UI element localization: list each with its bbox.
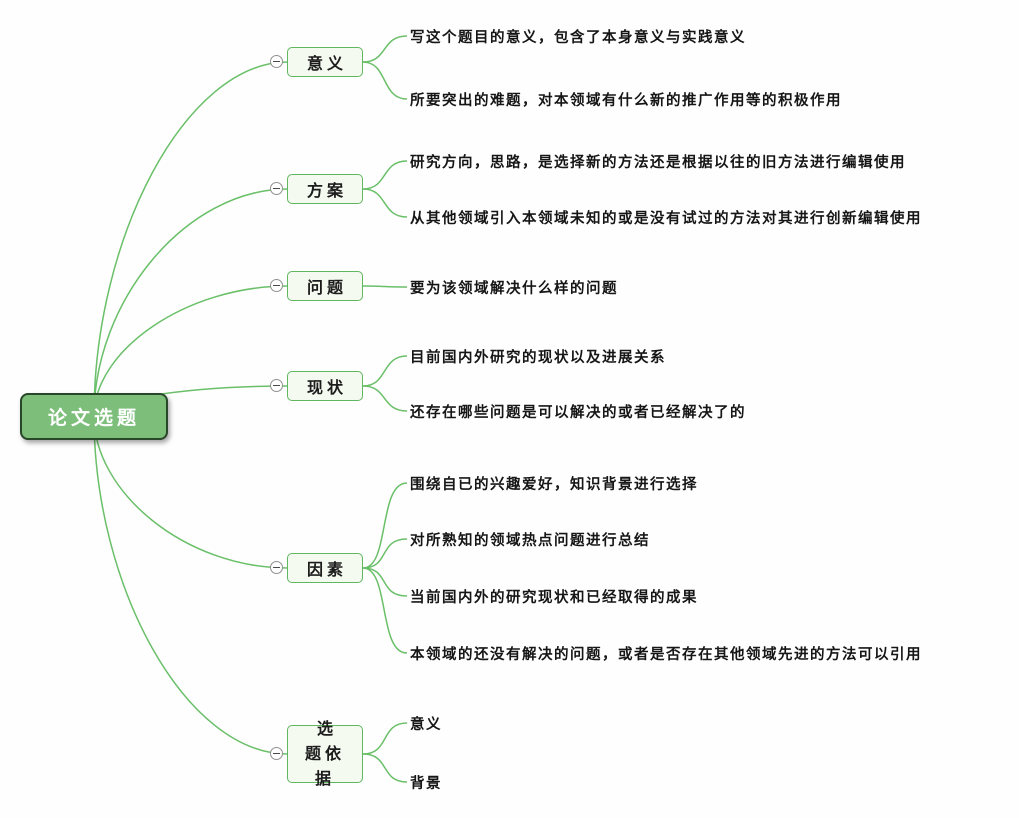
collapse-minus-icon[interactable] (270, 55, 283, 68)
leaf-connector (362, 188, 408, 218)
leaf-connector (362, 285, 408, 288)
leaf-connector (362, 35, 408, 63)
leaf-topic[interactable]: 围绕自已的兴趣爱好，知识背景进行选择 (410, 476, 698, 493)
leaf-connector (362, 753, 408, 783)
minus-glyph (273, 284, 280, 287)
leaf-topic[interactable]: 还存在哪些问题是可以解决的或者已经解决了的 (410, 404, 746, 421)
minus-glyph (273, 187, 280, 190)
branch-label: 因素 (306, 562, 347, 579)
branch-label: 问题 (306, 280, 347, 297)
branch-connector (93, 415, 289, 755)
branch-node-yinsu[interactable]: 因素 (287, 553, 363, 583)
leaf-connector (362, 567, 408, 597)
leaf-topic[interactable]: 当前国内外的研究现状和已经取得的成果 (410, 589, 698, 606)
leaf-topic[interactable]: 要为该领域解决什么样的问题 (410, 280, 618, 297)
leaf-connector (362, 722, 408, 755)
branch-node-wenti[interactable]: 问题 (287, 271, 363, 301)
leaf-connector (362, 61, 408, 100)
leaf-topic[interactable]: 意义 (410, 716, 442, 733)
leaf-topic[interactable]: 本领域的还没有解决的问题，或者是否存在其他领域先进的方法可以引用 (410, 646, 922, 663)
leaf-topic[interactable]: 对所熟知的领域热点问题进行总结 (410, 532, 650, 549)
collapse-minus-icon[interactable] (270, 561, 283, 574)
branch-connector (93, 61, 289, 417)
collapse-minus-icon[interactable] (270, 182, 283, 195)
leaf-topic[interactable]: 目前国内外研究的现状以及进展关系 (410, 349, 666, 366)
leaf-connector (362, 355, 408, 387)
branch-connector (93, 188, 289, 417)
branch-label: 选题依据 (305, 720, 346, 788)
branch-node-fangan[interactable]: 方案 (287, 174, 363, 204)
branch-node-xianzhuang[interactable]: 现状 (287, 371, 363, 401)
minus-glyph (273, 384, 280, 387)
branch-node-xuanti-yiju[interactable]: 选题依据 (287, 721, 363, 788)
leaf-topic[interactable]: 背景 (410, 775, 442, 792)
leaf-connector (362, 538, 408, 569)
leaf-connector (362, 160, 408, 190)
branch-node-yiyi[interactable]: 意义 (287, 47, 363, 77)
leaf-connector (362, 385, 408, 412)
root-topic-node[interactable]: 论文选题 (20, 393, 168, 440)
collapse-minus-icon[interactable] (270, 279, 283, 292)
branch-label: 意义 (306, 56, 347, 73)
branch-label: 方案 (306, 183, 347, 200)
minus-glyph (273, 566, 280, 569)
leaf-connector (362, 567, 408, 654)
collapse-minus-icon[interactable] (270, 379, 283, 392)
branch-label: 现状 (306, 380, 347, 397)
root-topic-label: 论文选题 (47, 408, 140, 429)
leaf-connector (362, 482, 408, 569)
minus-glyph (273, 752, 280, 755)
minus-glyph (273, 60, 280, 63)
leaf-topic[interactable]: 从其他领域引入本领域未知的或是没有试过的方法对其进行创新编辑使用 (410, 210, 922, 227)
leaf-topic[interactable]: 研究方向，思路，是选择新的方法还是根据以往的旧方法进行编辑使用 (410, 154, 906, 171)
leaf-topic[interactable]: 所要突出的难题，对本领域有什么新的推广作用等的积极作用 (410, 92, 842, 109)
collapse-minus-icon[interactable] (270, 747, 283, 760)
leaf-topic[interactable]: 写这个题目的意义，包含了本身意义与实践意义 (410, 29, 746, 46)
